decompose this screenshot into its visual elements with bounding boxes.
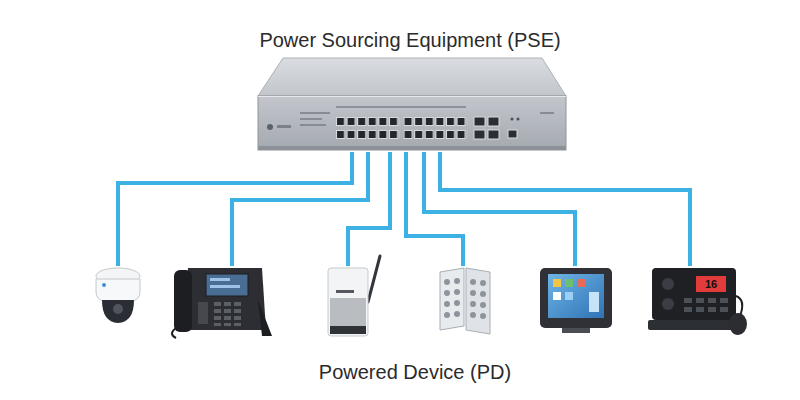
screen-icon (589, 292, 599, 312)
status-led (517, 118, 520, 121)
marine-radio (648, 268, 747, 335)
screen-icon (565, 292, 573, 300)
poe-switch (258, 58, 566, 150)
port-led-strip (336, 106, 466, 108)
node-heading: Powered Device (PD) (319, 360, 511, 384)
switch-marking (300, 118, 322, 120)
screen-icon (577, 279, 585, 287)
device-group: Powered Device (PD) (80, 266, 750, 392)
screen-icon (565, 279, 573, 287)
switch-base (258, 146, 566, 150)
radio-display (696, 276, 726, 292)
phone-screen-line (210, 278, 230, 281)
poe-cable (406, 152, 463, 266)
panel-pc (540, 268, 612, 333)
radio-body (652, 268, 736, 320)
node-heading: Power Sourcing Equipment (PSE) (259, 28, 560, 52)
radio-buttons (684, 298, 728, 312)
phone-cord (172, 328, 176, 338)
floodlight-leds (444, 278, 486, 319)
screen-icon (553, 292, 561, 300)
switch-marking (540, 112, 554, 114)
radio-bracket (648, 320, 740, 330)
ip-phone (172, 268, 272, 338)
panel-screen (548, 274, 604, 318)
dome-camera (96, 268, 140, 323)
status-led (511, 118, 514, 121)
phone-screen (206, 274, 248, 296)
switch-marking (300, 124, 326, 126)
ap-body (328, 268, 368, 336)
floodlight-panel (440, 268, 464, 330)
switch-logo (267, 124, 273, 130)
floodlight (440, 268, 490, 334)
panel-frame (540, 268, 612, 328)
ap-base (330, 326, 366, 334)
sfp-port (488, 117, 499, 126)
access-point (328, 256, 380, 336)
camera-logo (102, 283, 106, 287)
mic-cord (736, 296, 742, 316)
rj45-ports (336, 117, 400, 139)
sfp-port (488, 130, 499, 139)
rj45-ports (404, 117, 468, 139)
phone-body (184, 268, 266, 330)
phone-handset (174, 270, 192, 332)
switch-front (258, 96, 566, 150)
switch-node: Power Sourcing Equipment (PSE) (230, 22, 590, 152)
channel-number: 16 (696, 276, 726, 292)
floodlight-panel (466, 268, 490, 334)
camera-lens (113, 304, 123, 314)
switch-marking (277, 125, 291, 128)
switch-edge (258, 96, 566, 97)
ap-logo (336, 290, 354, 293)
phone-keys (198, 302, 208, 324)
poe-cable (440, 152, 690, 266)
screen-icon (553, 279, 561, 287)
poe-cable (424, 152, 575, 266)
sfp-port (474, 130, 485, 139)
sfp-port (474, 117, 485, 126)
radio-knob (662, 278, 674, 290)
poe-cable (118, 152, 352, 266)
camera-dome (102, 300, 134, 323)
switch-top (258, 58, 566, 96)
poe-cable (348, 152, 390, 266)
phone-screen-line (210, 285, 240, 288)
radio-mic (729, 313, 747, 335)
radio-knob (662, 298, 674, 310)
ap-antenna (368, 256, 380, 302)
camera-housing (96, 279, 140, 302)
phone-keypad (214, 302, 241, 326)
panel-stand (562, 328, 590, 333)
console-port (508, 130, 517, 138)
switch-marking (300, 112, 330, 114)
phone-stand (258, 300, 272, 336)
connector-group (118, 152, 690, 266)
